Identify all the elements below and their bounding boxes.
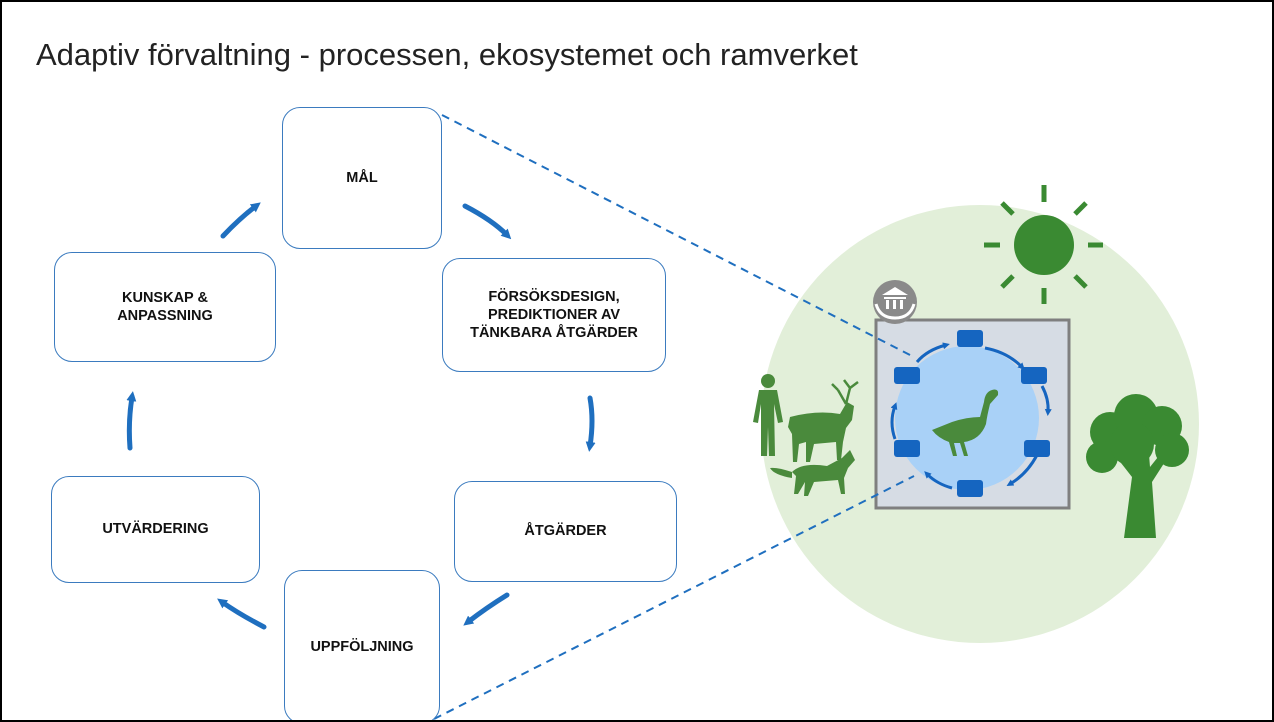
arrow-forsok-to-atgarder [585,395,596,452]
arrow-atgarder-to-uppfoljning [463,592,510,626]
step-atgarder-label: ÅTGÄRDER [524,523,607,540]
goose-icon [932,389,999,456]
cycle-node [957,330,983,347]
tree-icon [1086,394,1189,538]
institution-hands-icon [873,280,917,324]
deer-icon [788,379,859,462]
arrow-mal-to-forsok [462,203,512,240]
cycle-node [1021,367,1047,384]
step-mal: MÅL [282,107,442,249]
inner-cycle-arrows [890,342,1052,490]
sun-icon [984,185,1103,304]
human-icon [753,374,783,456]
inner-cycle-circle [895,346,1039,490]
step-utvardering: UTVÄRDERING [51,476,260,583]
zoom-line-top [441,114,911,356]
step-kunskap: KUNSKAP & ANPASSNING [54,252,276,362]
arrow-uppfoljning-to-utvardering [217,598,267,630]
page-title: Adaptiv förvaltning - processen, ekosyst… [36,37,858,72]
cycle-node [894,367,920,384]
step-mal-label: MÅL [346,169,378,186]
arrow-kunskap-to-mal [220,202,261,239]
step-uppfoljning: UPPFÖLJNING [284,570,440,720]
step-atgarder: ÅTGÄRDER [454,481,677,582]
step-forsoksdesign-label: FÖRSÖKSDESIGN, PREDIKTIONER AV TÄNKBARA … [470,288,638,342]
step-uppfoljning-label: UPPFÖLJNING [310,638,414,655]
process-arrows [126,202,596,630]
fox-icon [770,450,855,496]
cycle-node [894,440,920,457]
step-forsoksdesign: FÖRSÖKSDESIGN, PREDIKTIONER AV TÄNKBARA … [442,258,666,372]
cycle-node [1024,440,1050,457]
step-utvardering-label: UTVÄRDERING [102,521,209,538]
inner-cycle-nodes [894,330,1050,497]
arrow-utvardering-to-kunskap [126,391,137,451]
step-kunskap-label: KUNSKAP & ANPASSNING [117,289,213,324]
zoom-line-bottom [433,475,915,720]
cycle-node [957,480,983,497]
